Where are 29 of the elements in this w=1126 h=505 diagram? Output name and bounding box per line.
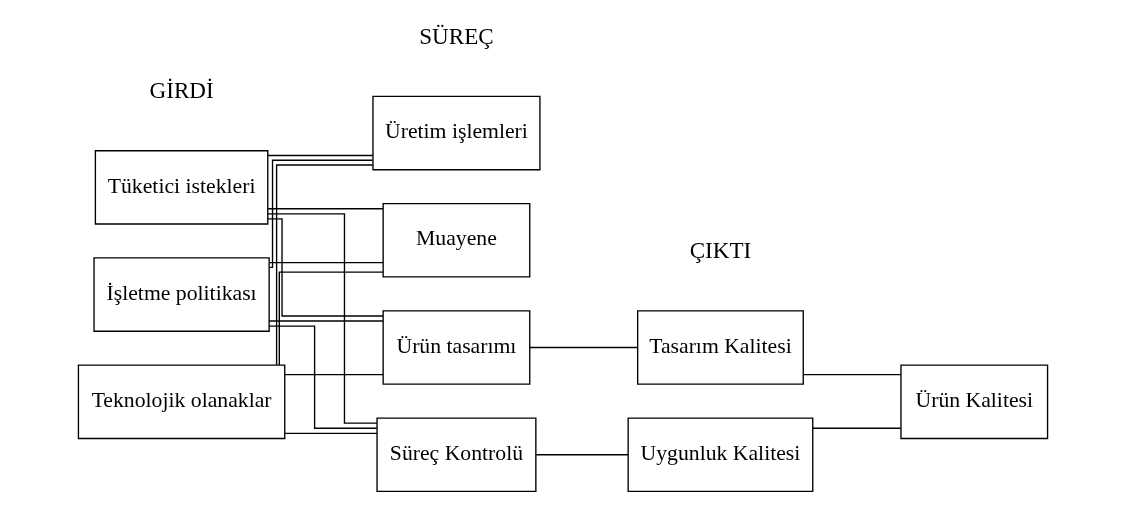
- connector: [267, 154, 374, 157]
- node-box: İşletme politikası: [93, 257, 270, 332]
- connector: [284, 374, 384, 376]
- node-box: Tüketici istekleri: [94, 150, 269, 225]
- connector: [529, 346, 639, 349]
- label: SÜREÇ: [419, 22, 494, 49]
- connector: [267, 213, 378, 424]
- node-box: Ürün tasarımı: [382, 310, 531, 385]
- connector: [268, 159, 374, 269]
- node-box: Üretim işlemleri: [372, 95, 541, 171]
- node-box: Muayene: [382, 202, 531, 278]
- label: ÇIKTI: [689, 237, 752, 264]
- connector: [275, 164, 374, 366]
- connector: [267, 218, 384, 317]
- connector: [802, 374, 902, 376]
- connector: [268, 325, 378, 429]
- node-box: Teknolojik olanaklar: [77, 364, 286, 440]
- node-box: Uygunluk Kalitesi: [627, 417, 814, 493]
- connector: [268, 320, 384, 322]
- connector: [278, 271, 384, 366]
- connector: [812, 427, 902, 429]
- node-box: Süreç Kontrolü: [376, 417, 537, 493]
- node-box: Ürün Kalitesi: [900, 364, 1049, 440]
- label: GİRDİ: [149, 76, 214, 103]
- connector: [268, 262, 384, 264]
- node-box: Tasarım Kalitesi: [636, 310, 804, 385]
- connector: [284, 432, 378, 435]
- connector: [267, 208, 384, 210]
- connector: [535, 454, 629, 456]
